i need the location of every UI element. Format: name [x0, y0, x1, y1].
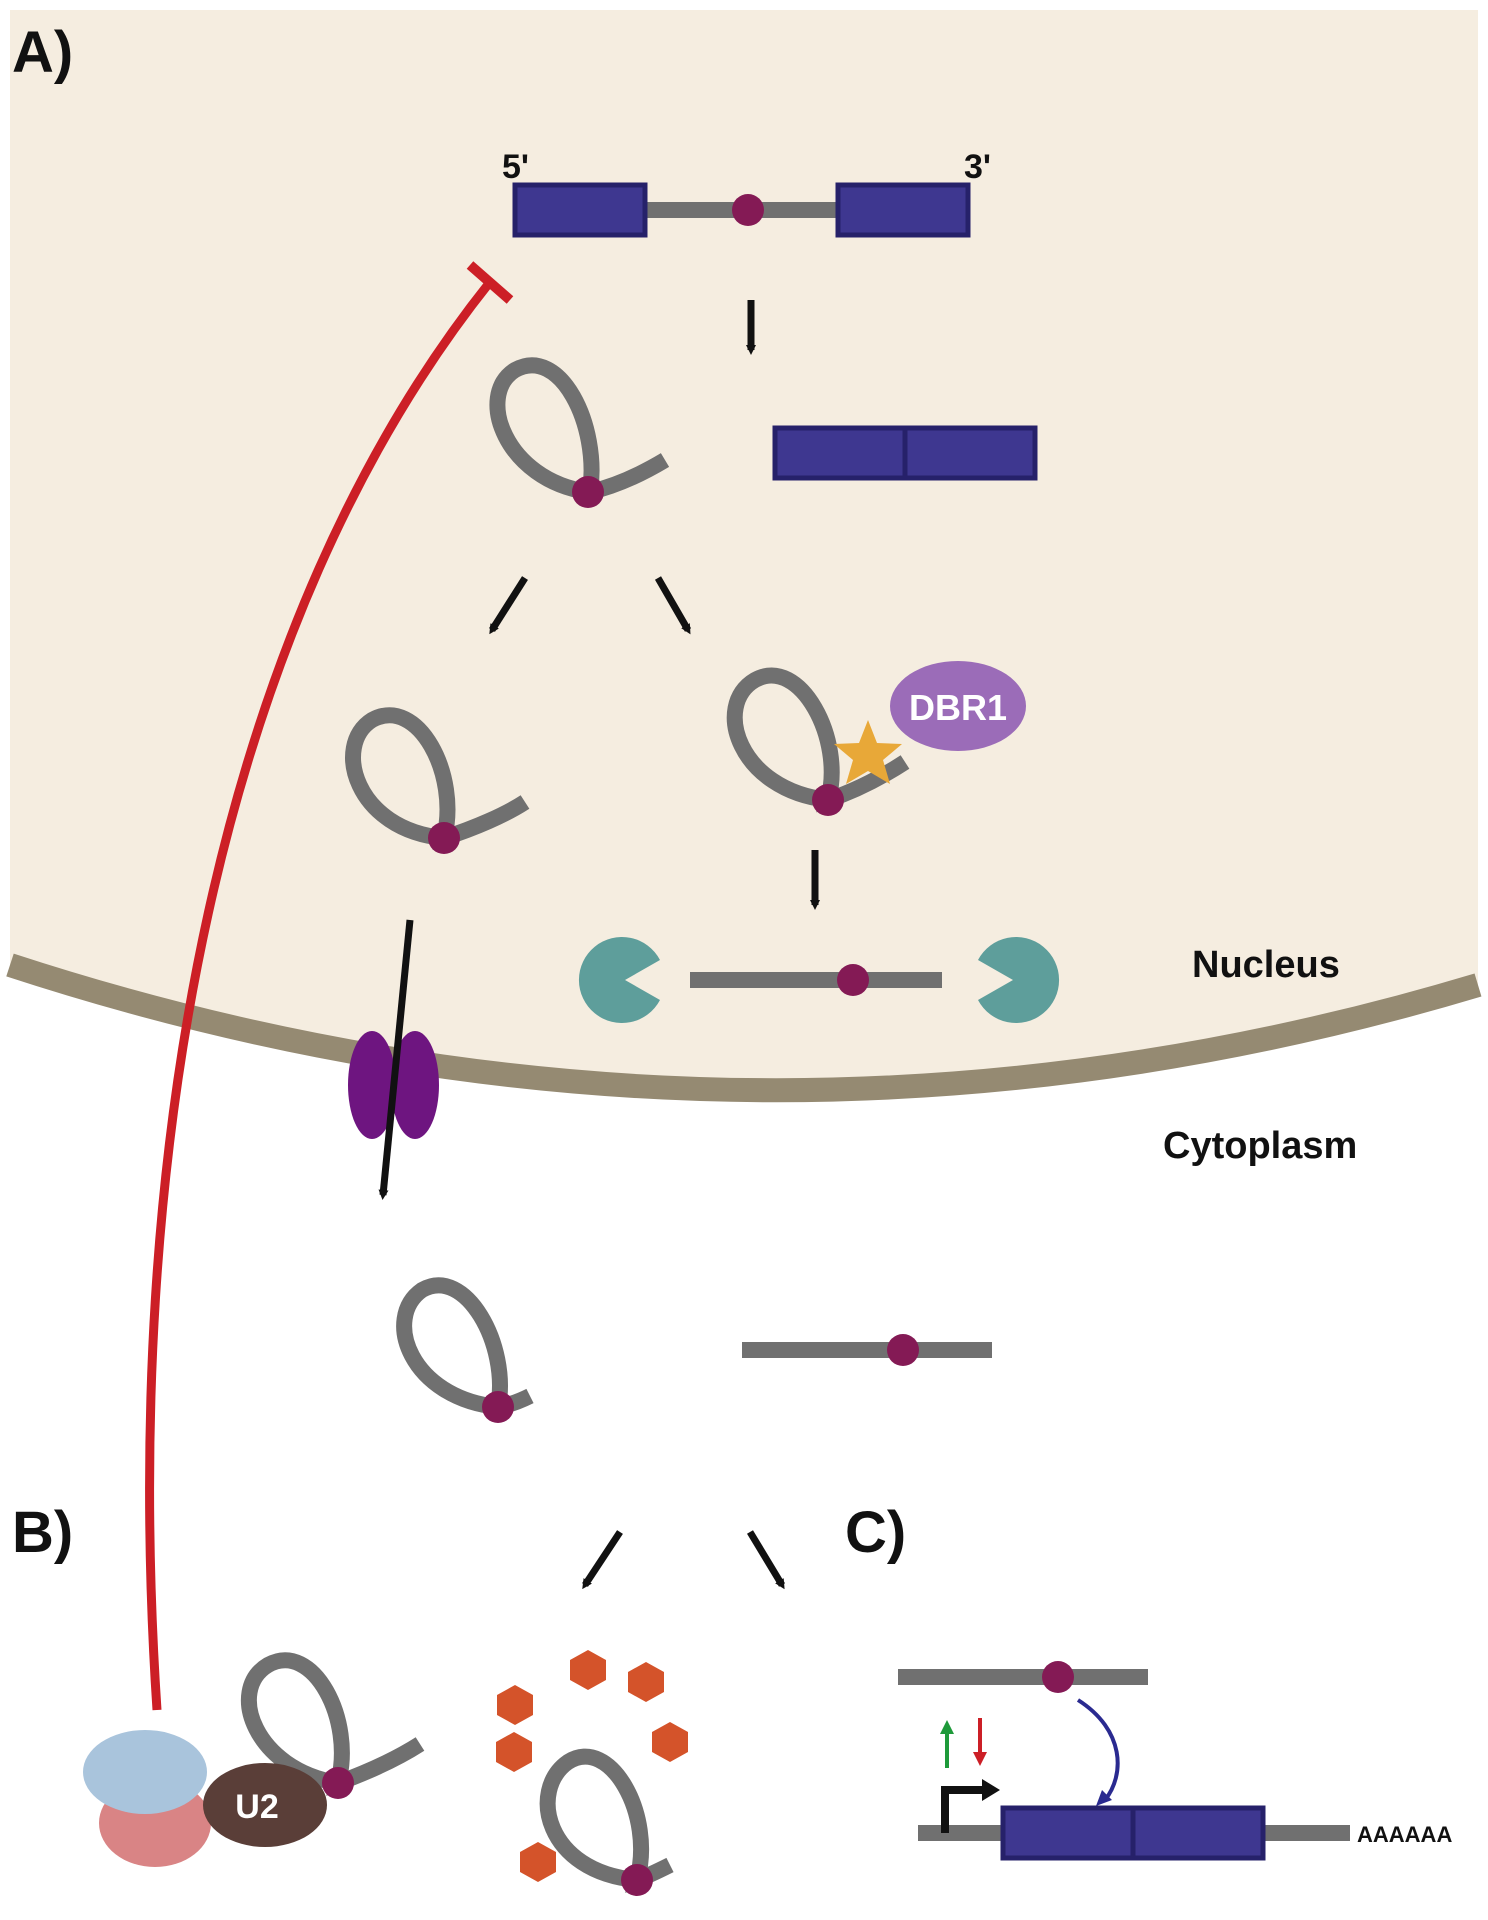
exonuclease-icon	[978, 937, 1060, 1023]
arrow-right-branch	[654, 576, 692, 635]
branchpoint-icon	[837, 964, 869, 996]
arrow-nuclear-export	[378, 919, 414, 1200]
nucleus-region	[10, 10, 1478, 1091]
inhibition-bar	[466, 261, 514, 304]
dbr1-label: DBR1	[909, 687, 1007, 728]
lariat-icon	[539, 1748, 674, 1896]
inhibition-line	[145, 279, 494, 1711]
exon-5prime	[512, 182, 648, 238]
rna-binding-proteins	[496, 1650, 688, 1882]
spliced-exons	[772, 425, 1038, 481]
down-arrowhead	[973, 1752, 987, 1766]
mrna-exons	[1000, 1805, 1266, 1861]
branchpoint-icon	[322, 1767, 354, 1799]
exonuclease-icon	[578, 936, 660, 1023]
dbr1-enzyme: DBR1	[890, 661, 1026, 751]
u2-label: U2	[235, 1788, 278, 1826]
curved-arrowhead	[1096, 1790, 1112, 1806]
nuclear-pore-icon	[348, 1031, 439, 1139]
lariat-icon	[241, 1652, 425, 1796]
promoter-arrow-icon	[941, 1779, 1000, 1833]
panel-label-b: B)	[12, 1500, 73, 1565]
star-icon	[834, 720, 902, 784]
panel-label-a: A)	[12, 20, 73, 85]
five-prime-label: 5'	[502, 148, 529, 186]
panel-label-c: C)	[845, 1500, 906, 1565]
branchpoint-icon	[1042, 1661, 1074, 1693]
lariat-icon	[396, 1277, 534, 1423]
three-prime-label: 3'	[964, 148, 991, 186]
u2-snrnp: U2	[203, 1763, 327, 1847]
arrow-to-binding	[582, 1530, 623, 1590]
arrow-to-regulation	[747, 1530, 785, 1590]
branchpoint-icon	[732, 194, 764, 226]
nuclear-envelope	[6, 953, 1482, 1103]
cytoplasm-label: Cytoplasm	[1163, 1125, 1357, 1167]
poly-a-tail: AAAAAA	[1357, 1822, 1452, 1847]
exon-3prime	[835, 182, 971, 238]
nucleus-label: Nucleus	[1192, 944, 1340, 986]
lariat-icon	[489, 357, 670, 508]
lariat-icon	[726, 667, 910, 816]
curved-arrow	[1076, 1698, 1120, 1802]
up-arrowhead	[940, 1720, 954, 1734]
snrnp-blue	[83, 1730, 207, 1814]
branchpoint-icon	[887, 1334, 919, 1366]
lariat-icon	[345, 707, 530, 854]
arrow-left-branch	[489, 576, 528, 635]
